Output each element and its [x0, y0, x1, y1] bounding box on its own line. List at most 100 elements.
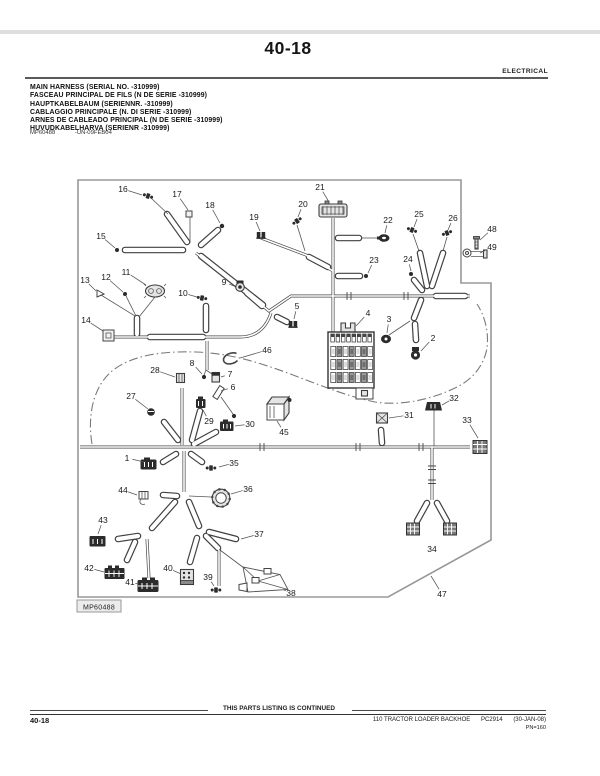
callout-18: 18: [205, 200, 215, 210]
figure-tag: MP60488: [76, 599, 122, 613]
leader-line-36: [230, 490, 243, 495]
connector-43: [89, 536, 106, 547]
connector-35: [205, 465, 217, 471]
footer-publication-line: 110 TRACTOR LOADER BACKHOE PC2914 (30-JA…: [290, 717, 546, 723]
lamp-bracket-38: [238, 566, 289, 593]
callout-33: 33: [462, 415, 472, 425]
callout-17: 17: [172, 189, 182, 199]
connector-21: [318, 200, 348, 218]
connector-14: [102, 329, 115, 342]
relay-45: [265, 395, 292, 422]
connector-25: [406, 227, 418, 233]
callout-14: 14: [81, 315, 91, 325]
connector-22: [377, 234, 390, 242]
callout-9: 9: [222, 277, 227, 287]
connectors: [89, 193, 488, 593]
callout-47: 47: [437, 589, 447, 599]
clamp-49: [462, 248, 488, 259]
footer-model: 110 TRACTOR LOADER BACKHOE: [372, 716, 471, 723]
connector-17: [185, 210, 193, 218]
callout-46: 46: [262, 345, 272, 355]
clip-46: [222, 352, 239, 365]
leader-line-43: [97, 525, 102, 535]
callout-2: 2: [431, 333, 436, 343]
callout-5: 5: [295, 301, 300, 311]
callout-21: 21: [315, 182, 325, 192]
callout-22: 22: [383, 215, 393, 225]
leader-line-18: [212, 209, 221, 224]
footer-rule-left: [30, 710, 208, 712]
footer-pn: PN=160: [525, 724, 546, 731]
footer-rule-bottom: [30, 713, 546, 716]
leader-line-45: [276, 420, 282, 428]
callout-16: 16: [118, 184, 128, 194]
callout-1: 1: [125, 453, 130, 463]
leader-line-8: [195, 366, 203, 375]
leader-line-3: [386, 324, 389, 334]
connector-18: [219, 223, 225, 229]
leader-line-40: [172, 569, 182, 575]
leader-line-37: [240, 535, 254, 540]
leader-line-47: [430, 575, 440, 590]
leader-line-22: [384, 225, 388, 234]
leader-line-26: [447, 222, 452, 231]
connector-9: [235, 280, 245, 292]
leader-line-46: [239, 351, 262, 359]
connector-10: [196, 295, 208, 301]
leader-line-24: [408, 264, 412, 272]
callout-44: 44: [118, 485, 128, 495]
connector-40: [179, 568, 195, 586]
connector-32: [425, 402, 442, 411]
thin-links: [100, 197, 448, 569]
leader-line-7: [220, 375, 225, 378]
connector-34-left: [406, 522, 420, 536]
connector-11: [143, 283, 167, 299]
leader-line-29: [202, 409, 207, 417]
leader-line-44: [128, 491, 138, 496]
title-block: MAIN HARNESS (SERIAL NO. -310999)FASCEAU…: [30, 84, 223, 134]
callout-26: 26: [448, 213, 458, 223]
callout-36: 36: [243, 484, 253, 494]
harness-lines: [80, 210, 470, 586]
leader-line-38: [283, 589, 287, 592]
leader-line-21: [322, 191, 330, 203]
connector-1: [140, 457, 157, 470]
connector-23: [364, 274, 368, 278]
leader-line-32: [441, 400, 450, 406]
callout-45: 45: [279, 427, 289, 437]
callout-15: 15: [96, 231, 106, 241]
callout-30: 30: [245, 419, 255, 429]
section-label: ELECTRICAL: [502, 68, 548, 75]
clip-44: [138, 491, 149, 505]
callout-34: 34: [427, 544, 437, 554]
callout-12: 12: [101, 272, 111, 282]
footer-date: (30-JAN-08): [513, 716, 546, 723]
footer-page-number: 40-18: [30, 716, 50, 725]
page-number-top: 40-18: [264, 38, 312, 58]
callout-43: 43: [98, 515, 108, 525]
connector-27: [147, 408, 155, 416]
connector-34-right: [443, 522, 457, 536]
figure-meta-id: MP60488: [30, 130, 56, 136]
connector-30: [220, 419, 234, 431]
connector-28: [175, 372, 186, 384]
leader-line-14: [90, 322, 104, 332]
callout-48: 48: [487, 224, 497, 234]
callout-23: 23: [369, 255, 379, 265]
figure-meta: MP60488 -UN-09FEB04: [30, 130, 112, 136]
connector-36: [211, 488, 231, 508]
connector-6: [212, 384, 237, 419]
diagram-border: [77, 179, 492, 598]
leader-line-5: [293, 311, 297, 320]
connector-26: [441, 230, 453, 236]
callout-19: 19: [249, 212, 259, 222]
leader-line-23: [367, 264, 373, 274]
harness-title-line: ARNES DE CABLEADO PRINCIPAL (N DE SERIE …: [30, 117, 223, 125]
callout-42: 42: [84, 563, 94, 573]
callout-28: 28: [150, 365, 160, 375]
leader-line-28: [160, 371, 176, 378]
leader-line-31: [388, 415, 404, 419]
callout-40: 40: [163, 563, 173, 573]
